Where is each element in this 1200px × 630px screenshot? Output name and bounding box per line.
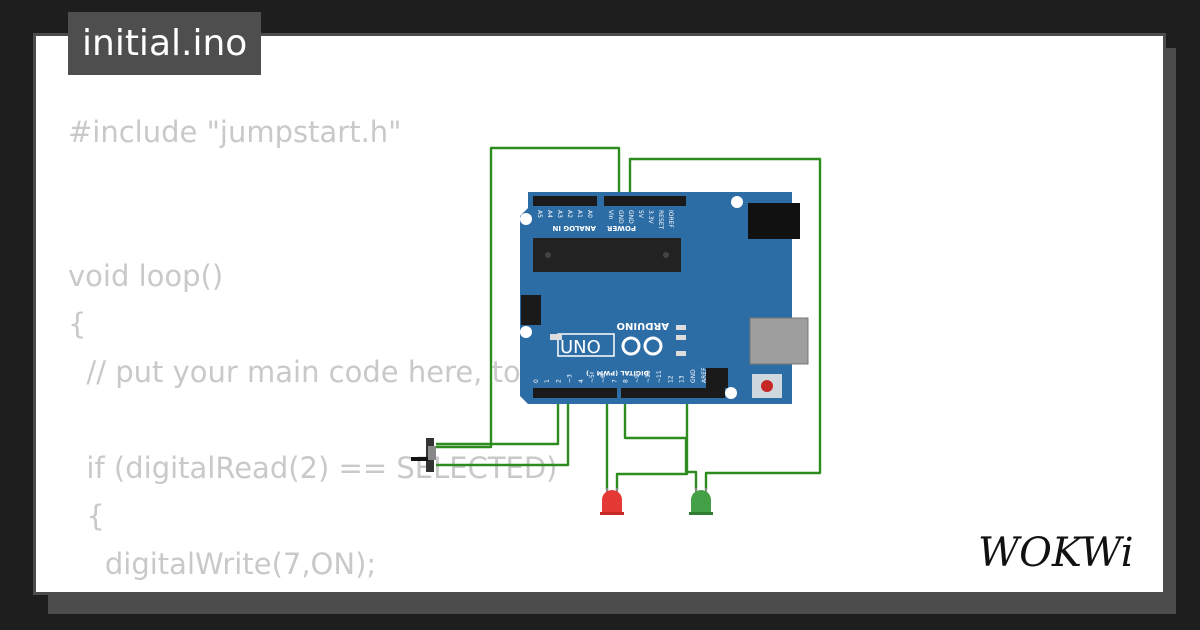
l-led: [676, 351, 686, 356]
analog-in-label: ANALOG IN: [552, 224, 596, 232]
pin-label: ~6: [600, 374, 607, 383]
reset-button[interactable]: [761, 380, 773, 392]
usb-port: [749, 317, 809, 365]
pin-label: Vin: [607, 210, 614, 220]
wire-gnd-to-red-led: [615, 392, 689, 490]
mount-hole: [725, 387, 737, 399]
mount-hole: [520, 326, 532, 338]
pin-label: A1: [576, 210, 583, 218]
wokwi-logo-text: WOKWi: [978, 530, 1134, 576]
pin-label: 13: [679, 375, 686, 383]
pin-label: 5V: [637, 210, 644, 219]
code-line: #include "jumpstart.h": [68, 115, 402, 149]
pin-headers: [521, 196, 728, 398]
board-labels: ANALOG IN POWER DIGITAL (PWM ~) ARDUINO …: [533, 210, 708, 383]
code-line: {: [68, 499, 105, 533]
code-editor: #include "jumpstart.h" void loop() { // pu…: [68, 108, 558, 592]
code-line: if (digitalRead(2) == SELECTED): [68, 451, 558, 485]
pin-label: 7: [611, 379, 618, 383]
code-line: void loop(): [68, 259, 224, 293]
pin-label: GND: [690, 369, 697, 383]
wires: [436, 146, 822, 490]
pin-label: ~3: [567, 374, 574, 383]
pin-label: 8: [623, 379, 630, 383]
tx-led: [676, 335, 686, 340]
uno-badge: [557, 333, 615, 357]
pin-label: AREF: [701, 367, 708, 383]
pin-label: 2: [555, 379, 562, 383]
pin-label: 3.3V: [647, 210, 654, 225]
pin-label: A5: [536, 210, 543, 218]
pin-label: RESET: [657, 210, 664, 230]
wire-pin8-to-green-led: [623, 392, 698, 490]
digital-label: DIGITAL (PWM ~): [586, 369, 649, 377]
pin-label: A0: [586, 210, 593, 218]
power-label: POWER: [606, 224, 636, 232]
led-green[interactable]: [689, 488, 713, 515]
rx-led: [676, 325, 686, 330]
pin-label: 0: [533, 379, 540, 383]
led-red[interactable]: [600, 488, 624, 515]
brand-label: ARDUINO: [617, 320, 669, 331]
code-line: // put your main code here, to: [68, 355, 521, 389]
code-line: {: [68, 307, 87, 341]
pin-label: A3: [556, 210, 563, 218]
arduino-infinity-logo: [621, 336, 663, 356]
pin-label: 1: [544, 379, 551, 383]
pin-label: A4: [546, 210, 553, 218]
pin-label: 12: [667, 375, 674, 383]
mount-hole: [520, 213, 532, 225]
wire-5v-to-green-led: [628, 157, 822, 490]
arduino-uno-board[interactable]: ANALOG IN POWER DIGITAL (PWM ~) ARDUINO …: [520, 192, 809, 404]
slide-switch[interactable]: [411, 438, 436, 472]
pin-label: ~11: [656, 370, 663, 383]
pin-label: GND: [627, 210, 634, 224]
model-label: UNO: [560, 337, 601, 358]
wire-pin2-to-switch: [436, 392, 560, 446]
microcontroller-chip: [533, 238, 681, 272]
wire-pin3-to-switch: [436, 392, 570, 467]
pin-label: ~10: [645, 370, 652, 383]
code-line: digitalWrite(7,ON);: [68, 547, 377, 581]
wokwi-logo: WOKWi: [978, 530, 1134, 576]
pin-label: A2: [566, 210, 573, 218]
pin-label: ~9: [634, 374, 641, 383]
pin-label: 4: [578, 379, 585, 383]
power-jack: [748, 203, 800, 239]
pin-label: IOREF: [667, 210, 674, 228]
mount-hole: [731, 196, 743, 208]
pin-label: ~5: [589, 374, 596, 383]
power-led: [550, 334, 562, 340]
wire-gnd-to-switch: [436, 146, 621, 449]
file-name-tab[interactable]: initial.ino: [68, 12, 262, 75]
pin-label: GND: [617, 210, 624, 224]
